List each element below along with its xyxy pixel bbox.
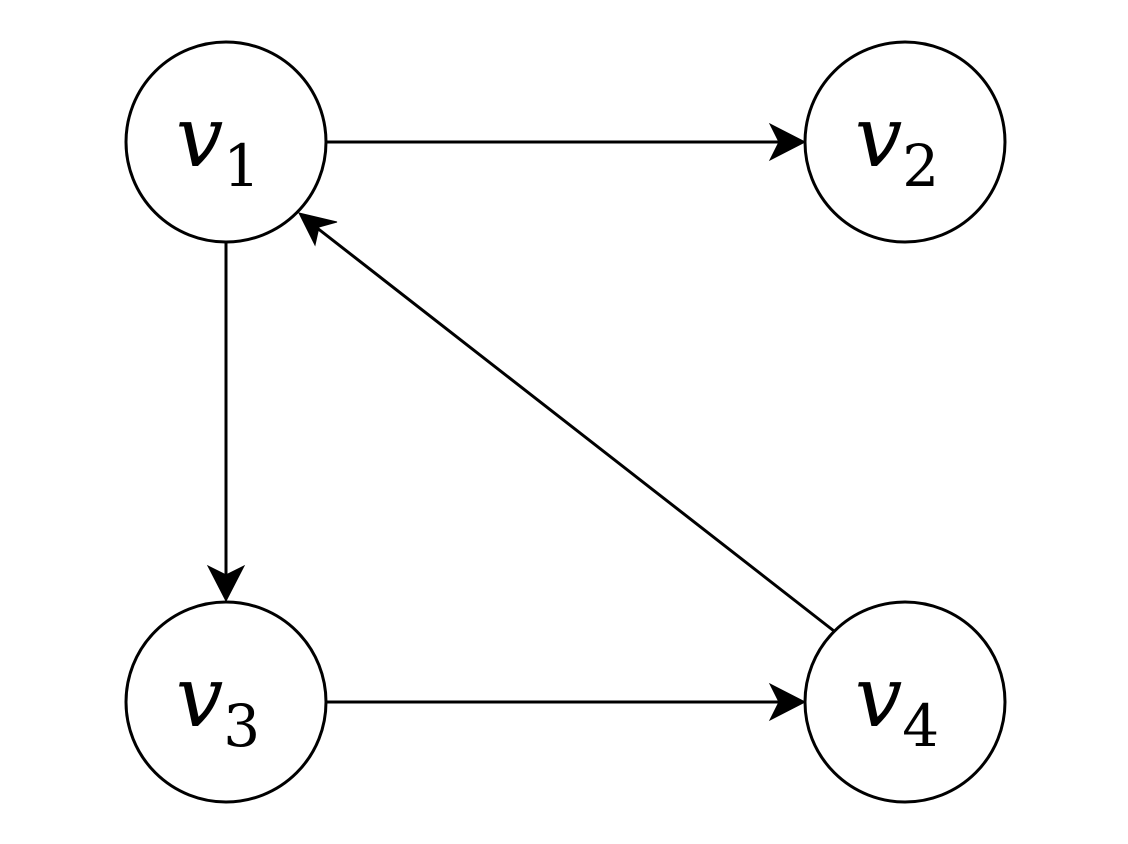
- arrowhead-v1: [298, 212, 338, 247]
- nodes: v1 v2 v3 v4: [124, 40, 1007, 804]
- node-v3-circle: [124, 600, 328, 804]
- edge-v4-v1: [298, 212, 835, 633]
- node-v4: v4: [803, 600, 1007, 804]
- arrowhead-v3: [206, 564, 246, 603]
- node-v1: v1: [124, 40, 328, 244]
- node-v1-label: v1: [176, 88, 260, 200]
- node-v3-label: v3: [176, 648, 260, 760]
- arrowhead-v4: [768, 682, 807, 722]
- node-v4-circle: [803, 600, 1007, 804]
- node-v2-circle: [803, 40, 1007, 244]
- edges: [206, 122, 835, 722]
- node-v3: v3: [124, 600, 328, 804]
- edge-v1-v3: [206, 242, 246, 603]
- node-v1-circle: [124, 40, 328, 244]
- arrowhead-v2: [768, 122, 807, 162]
- node-v2: v2: [803, 40, 1007, 244]
- node-v4-label: v4: [855, 648, 939, 760]
- node-v2-label: v2: [855, 88, 939, 200]
- edge-v1-v2: [327, 122, 807, 162]
- edge-line-v4-v1: [311, 222, 835, 633]
- edge-v3-v4: [327, 682, 807, 722]
